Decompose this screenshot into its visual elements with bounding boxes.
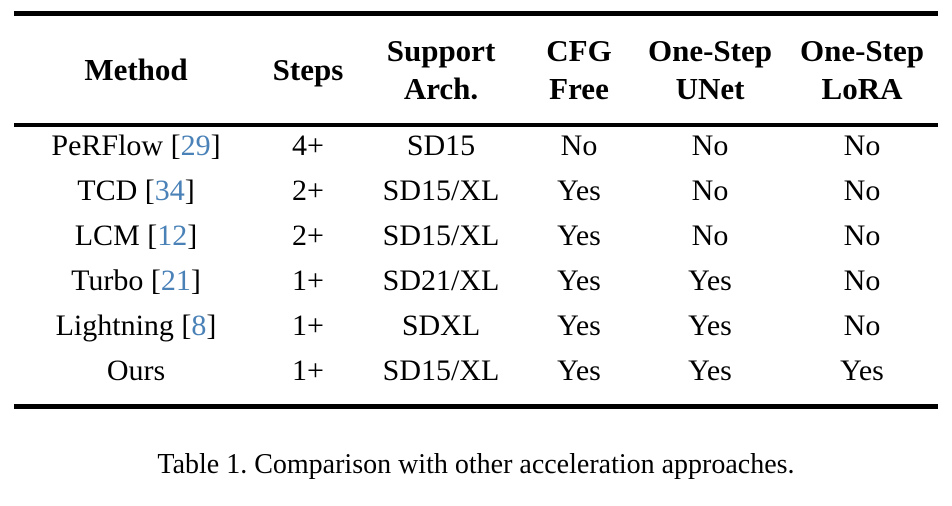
cell-method: Ours [14,348,258,393]
figure-caption: Table 1. Comparison with other accelerat… [157,449,795,480]
citation-reference[interactable]: [8] [181,309,217,342]
table-header-row: Method Steps Support Arch. CFG Free One-… [14,16,938,123]
comparison-table: Method Steps Support Arch. CFG Free One-… [14,16,938,393]
cell-one-step-unet: Yes [688,354,732,387]
column-header-support-arch-line1: Support [386,32,496,68]
method-name: Turbo [71,264,144,297]
method-name: PeRFlow [51,129,164,162]
column-header-support-arch-line2: Arch. [403,70,479,106]
cell-support-arch: SDXL [401,309,481,342]
citation-number: 12 [157,219,188,252]
column-header-cfg-free-line2: Free [549,70,609,106]
table-row: Lightning [8] 1+ SDXL Yes Yes No [14,303,938,348]
cell-steps: 4+ [292,129,324,162]
cell-one-step-lora: No [843,129,881,162]
table-top-rule [14,11,938,16]
citation-number: 29 [180,129,211,162]
table-row: Turbo [21] 1+ SD21/XL Yes Yes No [14,258,938,303]
cell-cfg-free: Yes [557,264,601,297]
cell-cfg-free: Yes [557,219,601,252]
column-header-one-step-unet-line1: One-Step [648,32,772,68]
column-header-one-step-lora: One-Step LoRA [786,16,938,123]
method-name: Ours [106,354,166,387]
table-bottom-rule [14,404,938,409]
cell-steps: 1+ [292,354,324,387]
table-row: TCD [34] 2+ SD15/XL Yes No No [14,168,938,213]
cell-one-step-unet: Yes [688,309,732,342]
column-header-method: Method [14,16,258,123]
cell-support-arch: SD15/XL [382,219,500,252]
cell-steps: 1+ [292,264,324,297]
table-row: PeRFlow [29] 4+ SD15 No No No [14,123,938,168]
column-header-support-arch: Support Arch. [358,16,524,123]
cell-cfg-free: No [560,129,598,162]
cell-one-step-unet: No [691,129,729,162]
cell-one-step-lora: No [843,309,881,342]
citation-number: 8 [191,309,207,342]
cell-one-step-unet: No [691,219,729,252]
table-header-rule [14,123,938,127]
column-header-steps-line1: Steps [272,51,344,87]
cell-one-step-lora: No [843,174,881,207]
cell-support-arch: SD15/XL [382,174,500,207]
column-header-one-step-unet: One-Step UNet [634,16,786,123]
cell-steps: 1+ [292,309,324,342]
column-header-one-step-unet-line2: UNet [675,70,745,106]
cell-method: PeRFlow [29] [14,123,258,168]
cell-support-arch: SD21/XL [382,264,500,297]
cell-support-arch: SD15 [406,129,476,162]
cell-method: TCD [34] [14,168,258,213]
cell-support-arch: SD15/XL [382,354,500,387]
cell-one-step-unet: Yes [688,264,732,297]
citation-number: 34 [154,174,185,207]
cell-steps: 2+ [292,219,324,252]
cell-steps: 2+ [292,174,324,207]
table-header: Method Steps Support Arch. CFG Free One-… [14,16,938,123]
column-header-method-line1: Method [84,51,188,87]
cell-one-step-lora: No [843,219,881,252]
column-header-one-step-lora-line1: One-Step [800,32,924,68]
column-header-cfg-free-line1: CFG [546,32,612,68]
cell-one-step-lora: No [843,264,881,297]
cell-cfg-free: Yes [557,309,601,342]
column-header-one-step-lora-line2: LoRA [821,70,903,106]
cell-method: Lightning [8] [14,303,258,348]
cell-method: LCM [12] [14,213,258,258]
column-header-cfg-free: CFG Free [524,16,634,123]
cell-cfg-free: Yes [557,354,601,387]
cell-method: Turbo [21] [14,258,258,303]
cell-one-step-unet: No [691,174,729,207]
table-row: LCM [12] 2+ SD15/XL Yes No No [14,213,938,258]
method-name: Lightning [55,309,174,342]
method-name: LCM [74,219,140,252]
citation-reference[interactable]: [34] [144,174,195,207]
method-name: TCD [77,174,138,207]
citation-reference[interactable]: [21] [150,264,201,297]
table-row: Ours 1+ SD15/XL Yes Yes Yes [14,348,938,393]
column-header-steps: Steps [258,16,358,123]
citation-reference[interactable]: [12] [147,219,198,252]
cell-one-step-lora: Yes [840,354,884,387]
citation-number: 21 [160,264,191,297]
citation-reference[interactable]: [29] [170,129,221,162]
cell-cfg-free: Yes [557,174,601,207]
